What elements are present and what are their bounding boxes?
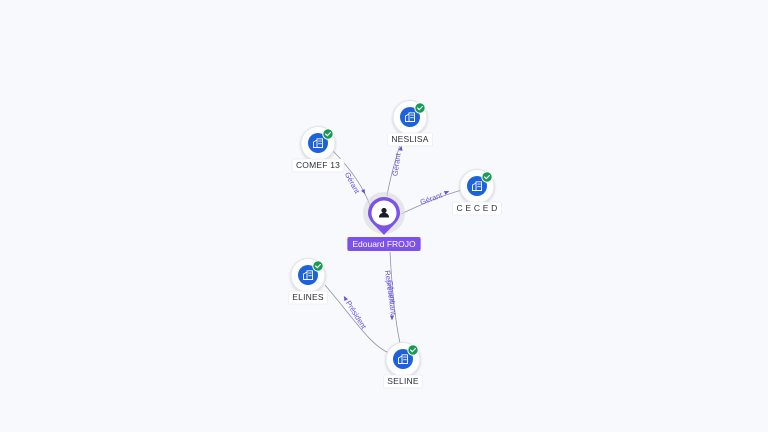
company-node-seline[interactable]: SELINE	[382, 342, 424, 389]
edge-label: Gérant	[390, 152, 402, 177]
edge-label: Gérant	[385, 280, 397, 305]
company-node-ceced[interactable]: C E C E D	[452, 169, 502, 216]
company-node-comef13[interactable]: COMEF 13	[291, 126, 345, 173]
edge-arrow	[398, 145, 403, 151]
node-circle	[308, 133, 328, 153]
edge-arrow	[361, 188, 366, 195]
verified-check-icon	[414, 102, 426, 114]
node-circle	[393, 349, 413, 369]
company-node-elines[interactable]: ELINES	[287, 258, 329, 305]
person-label-bg	[347, 237, 421, 251]
verified-check-icon	[407, 344, 419, 356]
edge-line	[389, 251, 401, 344]
edge-seline-elines: Président	[324, 284, 390, 354]
edge-line	[324, 284, 390, 354]
company-label-bg	[291, 158, 345, 173]
building-icon	[313, 138, 323, 148]
company-name: SELINE	[387, 376, 419, 386]
node-circle	[400, 107, 420, 127]
edge-label-secondary: Représentant	[383, 270, 398, 317]
company-node-neslisa[interactable]: NESLISA	[387, 100, 433, 147]
company-name: NESLISA	[391, 134, 428, 144]
edge-arrow	[443, 190, 450, 195]
node-circle	[298, 265, 318, 285]
company-name: ELINES	[292, 292, 324, 302]
building-icon	[405, 112, 415, 122]
verified-check-icon	[312, 260, 324, 272]
edge-label: Président	[344, 299, 369, 331]
node-circle	[467, 176, 487, 196]
company-label-bg	[387, 132, 433, 147]
building-icon	[303, 270, 313, 280]
person-icon	[379, 207, 389, 218]
company-name: COMEF 13	[296, 160, 340, 170]
verified-check-icon	[481, 171, 493, 183]
edge-arrow	[343, 295, 348, 302]
company-label-bg	[287, 290, 329, 305]
person-name: Edouard FROJO	[352, 239, 416, 249]
edge-arrow	[390, 315, 394, 321]
person-node[interactable]: Edouard FROJO	[347, 192, 421, 251]
edge-label: Gérant	[419, 190, 444, 207]
company-label-bg	[452, 201, 502, 216]
edge-line	[400, 189, 463, 215]
building-icon	[398, 354, 408, 364]
company-label-bg	[382, 374, 424, 389]
building-icon	[472, 181, 482, 191]
company-name: C E C E D	[456, 203, 497, 213]
verified-check-icon	[322, 128, 334, 140]
